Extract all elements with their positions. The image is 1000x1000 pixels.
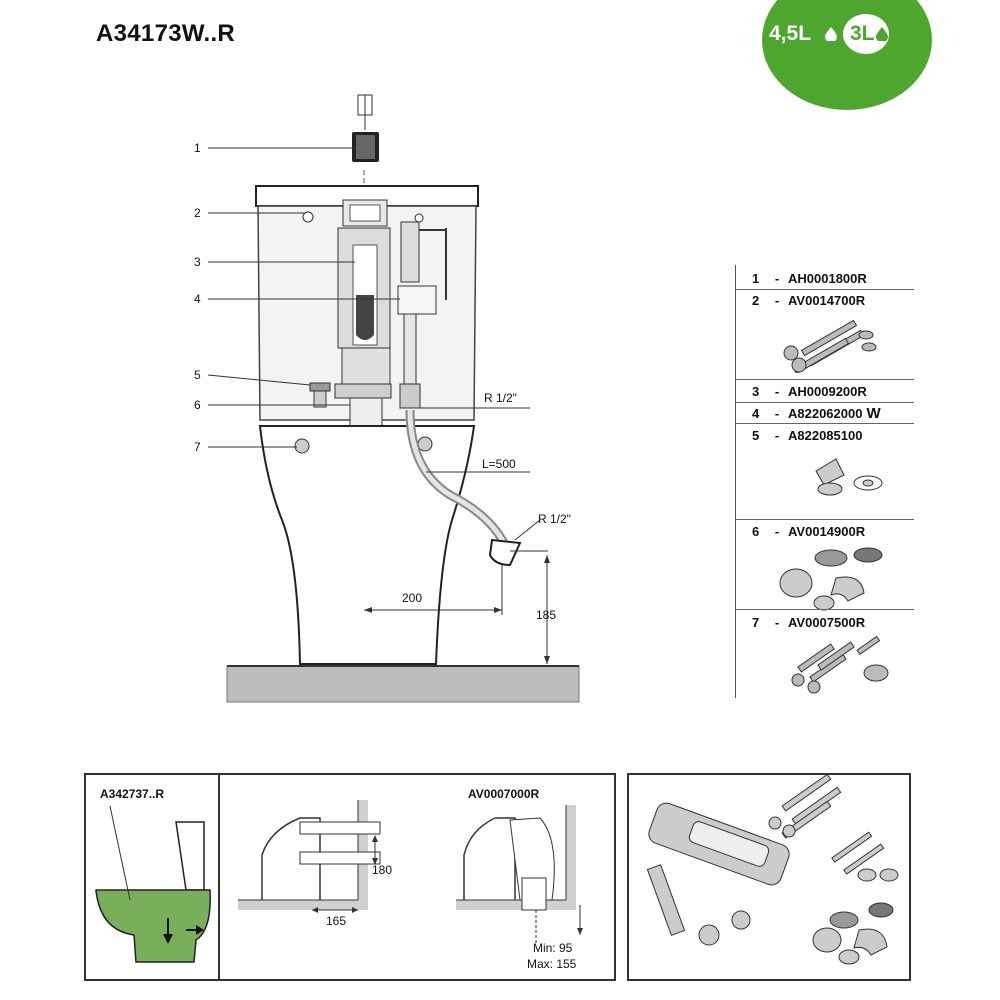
full-flush-label: 4,5L [769,22,812,45]
screw-kit-icon [783,319,877,373]
flush-badge [762,0,932,110]
water-drop-icon [876,27,888,41]
water-drop-icon [825,27,837,41]
floor [226,665,580,703]
bolt-washer-icon [815,458,883,496]
part-row-2: 2-AV0014700R [752,293,866,308]
callout-7: 7 [194,440,201,454]
hose-length-label: L=500 [482,457,516,471]
angle-valve [488,538,522,567]
flush-valve-part [334,199,392,427]
install-panel [84,773,616,981]
fixing-kit-icon [791,635,889,694]
callout-6: 6 [194,398,201,412]
part-row-6: 6-AV0014900R [752,524,866,539]
dim-180-label: 180 [372,863,392,877]
kit-panel [627,773,911,981]
toilet-bowl [258,425,476,665]
callout-1: 1 [194,141,201,155]
model-title: A34173W..R [96,20,236,47]
inlet-thread-top-label: R 1/2" [484,391,517,405]
max-label: Max: 155 [527,957,577,971]
inlet-thread-side-label: R 1/2" [538,512,571,526]
left-panel-code: A342737..R [100,787,165,801]
callout-4: 4 [194,292,201,306]
dim-165-label: 165 [326,914,346,928]
install-panel-divider [218,775,220,979]
callout-5: 5 [194,368,201,382]
mid-panel-code: AV0007000R [468,787,540,801]
part-row-7: 7-AV0007500R [752,615,866,630]
parts-list: 1-AH0001800R 2-AV0014700R 3-AH0009200R 4… [735,265,916,698]
dim-200-label: 200 [402,591,422,605]
callout-3: 3 [194,255,201,269]
fill-valve-part [397,221,447,409]
half-flush-label: 3L [850,22,875,45]
kit-exploded-view [646,775,899,965]
min-label: Min: 95 [533,941,573,955]
flush-button-part [352,94,379,162]
part-row-5: 5-A822085100 [752,428,863,443]
watermark-icon: W [866,405,881,422]
tank-bolt-part [309,382,331,408]
callout-2: 2 [194,206,201,220]
part-row-3: 3-AH0009200R [752,384,867,399]
part-row-1: 1-AH0001800R [752,271,867,286]
dim-185-label: 185 [536,608,556,622]
gasket-elbow-icon [779,547,883,611]
